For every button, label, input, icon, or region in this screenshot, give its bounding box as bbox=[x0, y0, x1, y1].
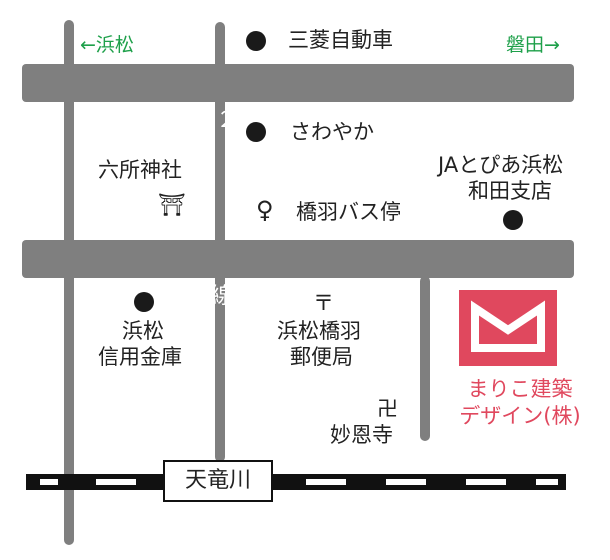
ja-label-line1: JAとぴあ浜松 bbox=[438, 153, 564, 177]
company-logo bbox=[459, 290, 557, 366]
temple-icon: 卍 bbox=[377, 397, 398, 421]
railway-line bbox=[26, 474, 566, 490]
railway-segment bbox=[466, 479, 506, 485]
vertical-road-west bbox=[64, 20, 74, 545]
company-logo-mark bbox=[471, 300, 545, 352]
railway-segment bbox=[96, 479, 136, 485]
road-route-152-label: 国道１５２号線 （自動車街） bbox=[128, 108, 426, 133]
post-office-icon: 〒 bbox=[313, 291, 334, 315]
shrine-icon: ⛩ bbox=[158, 193, 186, 218]
ja-label-line2: 和田支店 bbox=[468, 179, 552, 203]
ja-marker bbox=[503, 210, 523, 230]
shinkin-label-line1: 浜松 bbox=[122, 319, 164, 343]
mitsubishi-label: 三菱自動車 bbox=[288, 28, 393, 52]
company-name-line2: デザイン(株) bbox=[459, 404, 581, 428]
railway-segment bbox=[40, 479, 58, 485]
hashiba-bus-stop-label: 橋羽バス停 bbox=[296, 200, 401, 224]
direction-east: 磐田→ bbox=[506, 34, 560, 56]
shinkin-marker bbox=[134, 292, 154, 312]
station-tenryugawa: 天竜川 bbox=[163, 460, 273, 502]
company-name-line1: まりこ建築 bbox=[467, 377, 573, 401]
myoonji-label: 妙恩寺 bbox=[330, 423, 393, 447]
road-route-312: 県道312号線 (旧 国道1号線) bbox=[22, 240, 574, 309]
sawayaka-label: さわやか bbox=[290, 120, 374, 144]
company-name: まりこ建築 デザイン(株) bbox=[430, 376, 610, 430]
mitsubishi-marker bbox=[246, 31, 266, 51]
road-route-312-label: 県道312号線 (旧 国道1号線) bbox=[102, 284, 403, 309]
rokusho-shrine-label: 六所神社 bbox=[98, 158, 182, 182]
railway-segment bbox=[386, 479, 426, 485]
shinkin-label-line2: 信用金庫 bbox=[98, 345, 182, 369]
post-office-label-line2: 郵便局 bbox=[290, 345, 353, 369]
vertical-road-east bbox=[420, 276, 430, 441]
post-office-label-line1: 浜松橋羽 bbox=[277, 319, 361, 343]
sawayaka-marker bbox=[246, 122, 266, 142]
railway-segment bbox=[536, 479, 558, 485]
bus-stop-icon: ♀ bbox=[256, 196, 274, 224]
railway-segment bbox=[306, 479, 346, 485]
road-route-152: 国道１５２号線 （自動車街） bbox=[22, 64, 574, 133]
direction-west: ←浜松 bbox=[80, 34, 134, 56]
